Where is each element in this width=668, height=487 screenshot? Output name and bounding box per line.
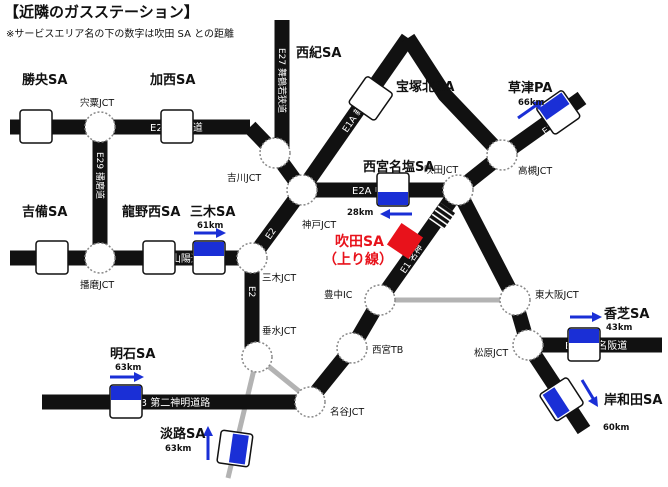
gas-station-kashiba (569, 329, 599, 343)
jct-toyonaka (364, 284, 396, 316)
sa-name-kusatsu: 草津PA (508, 80, 552, 96)
gas-station-kusatsu (538, 92, 570, 121)
jct-label-harima: 播磨JCT (80, 279, 114, 291)
arrow-kashiba-head (592, 312, 602, 322)
sa-name-kashiba: 香芝SA (603, 306, 649, 322)
jct-suita (442, 174, 474, 206)
sa-direction-suita: （上り線） (323, 251, 393, 268)
arrow-awaji-head (203, 426, 213, 436)
gas-station-nishinomiya-najio (378, 192, 408, 205)
arrow-akashi-head (134, 372, 144, 382)
road-e1a-shinmeishin (295, 33, 415, 195)
jct-label-nishinomiya-tb: 西宮TB (372, 344, 403, 356)
jct-label-matsubara: 松原JCT (474, 347, 508, 359)
road-label-e27: E27 舞鶴若狭道 (276, 48, 288, 113)
sa-name-tatsuno-nishi: 龍野西SA (122, 204, 180, 220)
jct-label-meitani: 名谷JCT (330, 406, 364, 418)
sa-distance-miki: 61km (197, 221, 223, 231)
sa-name-suita: 吹田SA (335, 233, 384, 250)
road-label-e29: E29 播磨道 (94, 152, 106, 199)
sa-box-tatsuno-nishi (142, 240, 176, 275)
jct-label-suita: 吹田JCT (424, 164, 458, 176)
sa-box-katsuragi (19, 109, 53, 144)
sa-name-takarazuka-kita: 宝塚北SA (396, 79, 454, 95)
sa-name-kibi: 吉備SA (22, 204, 67, 220)
jct-yokawa (259, 137, 291, 169)
sa-name-katsuragi: 勝央SA (22, 72, 67, 88)
sa-name-saiki: 西紀SA (296, 45, 341, 61)
sa-name-akashi: 明石SA (110, 347, 155, 362)
arrow-nishinomiya-head (380, 209, 390, 219)
suita-sa-marker (386, 222, 424, 260)
jct-meitani (294, 386, 326, 418)
gas-station-akashi (111, 386, 141, 400)
road-label-e93: E93 第二神明道路 (128, 396, 210, 409)
jct-nishinomiya-tb (336, 332, 368, 364)
jct-label-tarumi: 垂水JCT (262, 325, 296, 337)
jct-label-shishiku: 宍粟JCT (80, 97, 114, 109)
arrow-kusatsu-head (533, 100, 544, 110)
sa-distance-nishinomiya-najio: 28km (347, 208, 373, 218)
jct-harima (84, 242, 116, 274)
page-title: 【近隣のガスステーション】 (4, 3, 199, 21)
toll-barrier-hatch (428, 202, 456, 230)
sa-name-kishiwada: 岸和田SA (604, 392, 662, 408)
jct-kobe (286, 174, 318, 206)
arrow-kishiwada-head (588, 396, 598, 407)
jct-miki (236, 242, 268, 274)
sa-distance-awaji: 63km (165, 444, 191, 454)
road-label-e2-lower: E2 (246, 286, 256, 297)
road-e1a-east (401, 33, 508, 161)
sa-name-awaji: 淡路SA (160, 426, 205, 442)
arrow-miki-head (216, 228, 226, 238)
jct-label-kobe: 神戸JCT (302, 219, 336, 231)
arrow-kusatsu (517, 102, 539, 120)
jct-tarumi (241, 341, 273, 373)
jct-label-yokawa: 吉川JCT (227, 173, 261, 184)
distance-note: ※サービスエリア名の下の数字は吹田 SA との距離 (6, 27, 234, 40)
arrow-kishiwada (580, 379, 596, 401)
gas-station-awaji (228, 433, 249, 465)
sa-box-kasai (160, 109, 194, 144)
jct-label-miki: 三木JCT (262, 272, 296, 284)
sa-box-kibi (35, 240, 69, 275)
sa-name-miki: 三木SA (190, 204, 235, 220)
jct-matsubara (512, 329, 544, 361)
road-kinki-north (451, 186, 522, 304)
jct-label-higashiosaka: 東大阪JCT (535, 289, 579, 301)
jct-label-toyonaka: 豊中IC (324, 289, 353, 301)
sa-box-takarazuka-kita (348, 76, 393, 121)
sa-distance-kashiba: 43km (606, 323, 632, 333)
jct-takatsuki (486, 139, 518, 171)
sa-name-kasai: 加西SA (149, 73, 195, 88)
sa-distance-akashi: 63km (115, 363, 141, 373)
sa-distance-kusatsu: 66km (518, 98, 544, 108)
sa-distance-kishiwada: 60km (603, 423, 629, 433)
jct-higashiosaka (499, 284, 531, 316)
jct-label-takatsuki: 高槻JCT (518, 165, 552, 177)
sa-box-kusatsu (536, 90, 581, 135)
jct-shishiku (84, 111, 116, 143)
gas-station-kishiwada (542, 387, 570, 419)
sa-name-nishinomiya-najio: 西宮名塩SA (363, 159, 434, 175)
gas-station-miki (194, 242, 224, 256)
